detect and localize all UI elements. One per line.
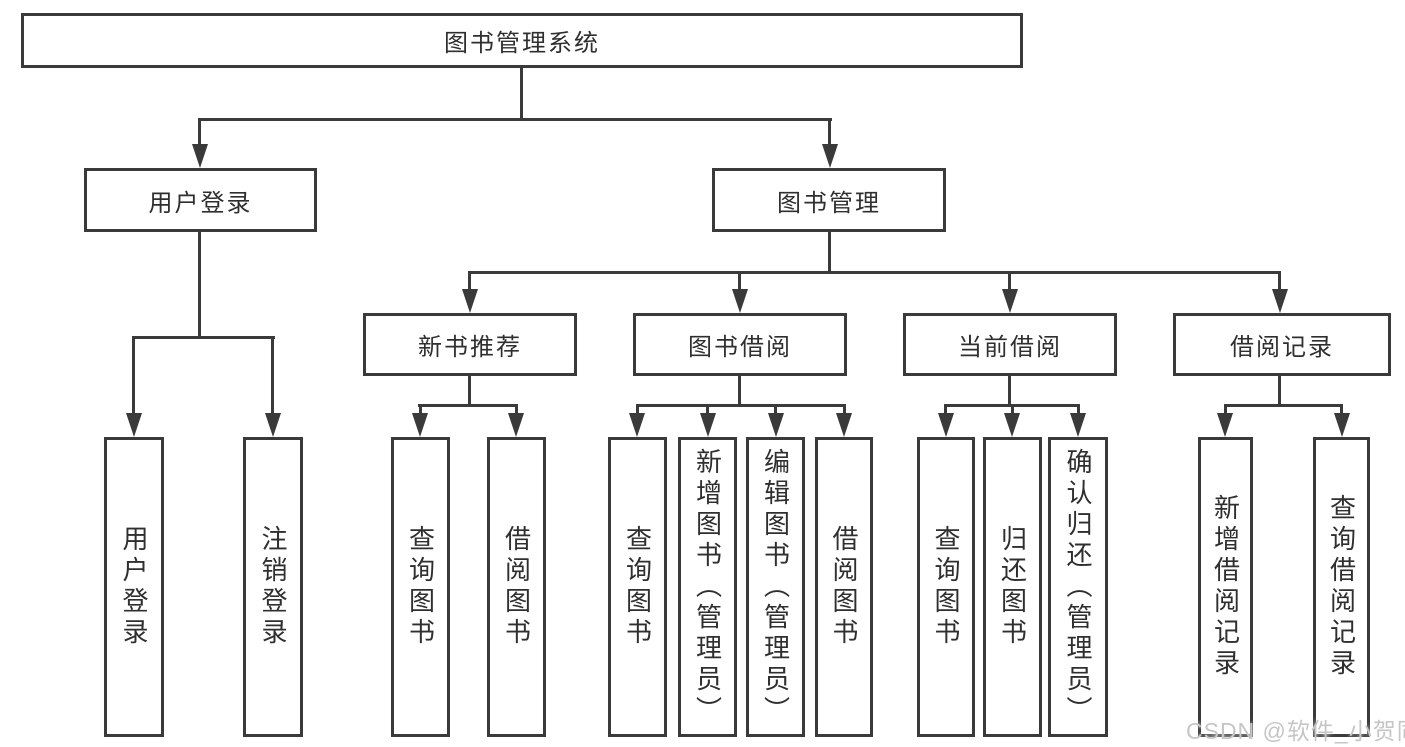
arrow-down-icon [700, 413, 716, 437]
connector-line [1278, 271, 1281, 291]
leaf-query-book: 查询图书 [391, 437, 450, 737]
connector-line [738, 376, 741, 406]
connector-line [1340, 404, 1343, 416]
arrow-down-icon [508, 413, 524, 437]
connector-line [1077, 404, 1080, 416]
arrow-down-icon [1272, 289, 1288, 313]
node-label: 借阅记录 [1230, 334, 1334, 361]
connector-line [1224, 404, 1343, 407]
arrow-down-icon [1002, 289, 1018, 313]
connector-line [271, 336, 274, 415]
node-label: 图书借阅 [688, 334, 792, 361]
connector-line [843, 404, 846, 416]
connector-line [520, 68, 523, 118]
arrow-down-icon [836, 413, 852, 437]
leaf-query-book: 查询图书 [917, 437, 975, 737]
arrow-down-icon [768, 413, 784, 437]
leaf-label: 查询借阅记录 [1326, 494, 1357, 680]
arrow-down-icon [1004, 413, 1020, 437]
leaf-add-borrow-record: 新增借阅记录 [1198, 437, 1253, 737]
connector-line [1008, 376, 1011, 406]
connector-line [738, 271, 741, 291]
node-library-management-system: 图书管理系统 [21, 13, 1023, 68]
leaf-logout: 注销登录 [243, 437, 303, 737]
node-label: 图书管理系统 [444, 30, 600, 57]
csdn-watermark: CSDN @软件_小贺同学 [1186, 718, 1405, 744]
leaf-label: 借阅图书 [501, 525, 532, 649]
node-label: 用户登录 [148, 189, 253, 217]
leaf-query-book: 查询图书 [608, 437, 667, 737]
connector-line [636, 404, 639, 416]
connector-line [132, 336, 275, 339]
node-label: 图书管理 [777, 189, 881, 217]
arrow-down-icon [822, 144, 838, 168]
connector-line [636, 404, 846, 407]
arrow-down-icon [1217, 413, 1233, 437]
connector-line [198, 118, 201, 146]
connector-line [468, 376, 471, 406]
leaf-label: 归还图书 [997, 525, 1028, 649]
arrow-down-icon [126, 413, 142, 437]
connector-line [132, 336, 135, 415]
connector-line [1224, 404, 1227, 416]
leaf-label: 编辑图书（管理员） [760, 447, 791, 727]
leaf-edit-book-admin: 编辑图书（管理员） [746, 437, 805, 737]
leaf-user-login: 用户登录 [104, 437, 164, 737]
connector-line [828, 118, 831, 146]
connector-line [706, 404, 709, 416]
node-book-management: 图书管理 [712, 168, 946, 232]
leaf-return-book: 归还图书 [983, 437, 1042, 737]
leaf-borrow-book: 借阅图书 [815, 437, 873, 737]
arrow-down-icon [265, 413, 281, 437]
connector-line [468, 271, 471, 291]
node-borrow-records: 借阅记录 [1173, 313, 1391, 376]
leaf-label: 注销登录 [258, 525, 288, 649]
connector-line [198, 232, 201, 336]
arrow-down-icon [938, 413, 954, 437]
connector-line [1008, 271, 1011, 291]
connector-line [1011, 404, 1014, 416]
arrow-down-icon [1334, 413, 1350, 437]
node-user-login: 用户登录 [84, 168, 317, 232]
leaf-add-book-admin: 新增图书（管理员） [678, 437, 737, 737]
arrow-down-icon [412, 413, 428, 437]
arrow-down-icon [1070, 413, 1086, 437]
connector-line [515, 404, 518, 416]
leaf-borrow-book: 借阅图书 [487, 437, 546, 737]
connector-line [418, 404, 518, 407]
node-label: 当前借阅 [958, 334, 1062, 361]
node-book-borrow: 图书借阅 [633, 313, 847, 376]
connector-line [468, 271, 1281, 274]
arrow-down-icon [732, 289, 748, 313]
leaf-label: 查询图书 [622, 525, 653, 649]
leaf-confirm-return-admin: 确认归还（管理员） [1048, 437, 1108, 737]
connector-line [419, 404, 422, 416]
arrow-down-icon [629, 413, 645, 437]
connector-line [774, 404, 777, 416]
leaf-label: 新增图书（管理员） [692, 447, 723, 727]
node-new-book-recommend: 新书推荐 [363, 313, 577, 376]
arrow-down-icon [192, 144, 208, 168]
connector-line [944, 404, 947, 416]
leaf-label: 查询图书 [931, 525, 961, 649]
leaf-label: 用户登录 [119, 525, 149, 649]
leaf-label: 查询图书 [405, 525, 436, 649]
connector-line [1278, 376, 1281, 406]
connector-line [198, 118, 832, 121]
leaf-label: 确认归还（管理员） [1063, 447, 1093, 727]
connector-line [828, 232, 831, 273]
leaf-label: 新增借阅记录 [1210, 494, 1241, 680]
arrow-down-icon [462, 289, 478, 313]
leaf-label: 借阅图书 [829, 525, 859, 649]
node-label: 新书推荐 [418, 334, 522, 361]
leaf-query-borrow-record: 查询借阅记录 [1313, 437, 1370, 737]
node-current-borrow: 当前借阅 [903, 313, 1117, 376]
